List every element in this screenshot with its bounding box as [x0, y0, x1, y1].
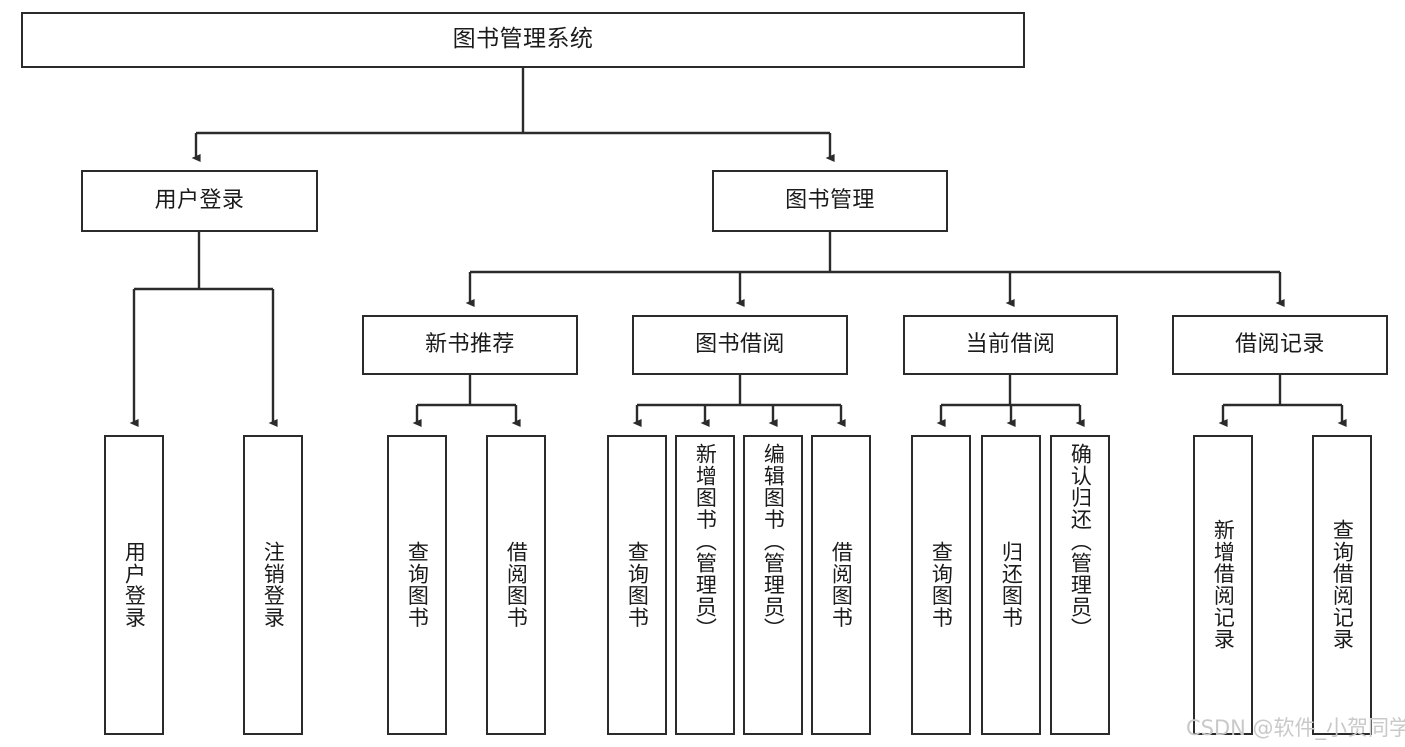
node-book-borrow-label: 图书借阅	[695, 331, 785, 357]
node-user-login-label: 用户登录	[154, 187, 245, 213]
leaf-query-borrow-record-label: 查询借阅记录	[1330, 519, 1355, 651]
node-new-book-recommend-label: 新书推荐	[425, 331, 515, 357]
leaf-query-book-current-label: 查询图书	[929, 541, 954, 629]
leaf-user-logout[interactable]: 注销登录	[243, 435, 303, 735]
leaf-user-logout-label: 注销登录	[261, 541, 286, 629]
node-book-borrow[interactable]: 图书借阅	[632, 315, 848, 375]
leaf-add-book-admin[interactable]: 新增图书（管理员）	[675, 435, 735, 735]
node-book-management[interactable]: 图书管理	[712, 170, 948, 232]
node-root[interactable]: 图书管理系统	[21, 12, 1025, 68]
leaf-edit-book-admin[interactable]: 编辑图书（管理员）	[743, 435, 803, 735]
leaf-add-borrow-record-label: 新增借阅记录	[1211, 519, 1236, 651]
leaf-query-book-borrow-label: 查询图书	[625, 541, 650, 629]
leaf-edit-book-admin-label: 编辑图书（管理员）	[761, 443, 786, 640]
leaf-borrow-book-recommend-label: 借阅图书	[504, 541, 529, 629]
node-root-label: 图书管理系统	[452, 26, 594, 53]
leaf-query-book-borrow[interactable]: 查询图书	[607, 435, 667, 735]
leaf-borrow-book[interactable]: 借阅图书	[811, 435, 871, 735]
node-book-management-label: 图书管理	[785, 187, 875, 213]
leaf-confirm-return-admin-label: 确认归还（管理员）	[1068, 443, 1093, 640]
node-current-borrow[interactable]: 当前借阅	[903, 315, 1118, 375]
leaf-borrow-book-label: 借阅图书	[829, 541, 854, 629]
leaf-query-book-recommend[interactable]: 查询图书	[387, 435, 447, 735]
leaf-return-book[interactable]: 归还图书	[981, 435, 1041, 735]
node-current-borrow-label: 当前借阅	[965, 331, 1056, 357]
leaf-return-book-label: 归还图书	[999, 541, 1024, 629]
leaf-add-borrow-record[interactable]: 新增借阅记录	[1193, 435, 1253, 735]
leaf-query-borrow-record[interactable]: 查询借阅记录	[1312, 435, 1372, 735]
leaf-borrow-book-recommend[interactable]: 借阅图书	[486, 435, 546, 735]
leaf-user-login[interactable]: 用户登录	[104, 435, 164, 735]
leaf-confirm-return-admin[interactable]: 确认归还（管理员）	[1050, 435, 1110, 735]
node-user-login[interactable]: 用户登录	[81, 170, 318, 232]
leaf-user-login-label: 用户登录	[122, 541, 147, 629]
node-borrow-record[interactable]: 借阅记录	[1172, 315, 1388, 375]
leaf-add-book-admin-label: 新增图书（管理员）	[693, 443, 718, 640]
leaf-query-book-current[interactable]: 查询图书	[911, 435, 971, 735]
csdn-watermark: CSDN @软件_小贺同学	[1186, 716, 1405, 740]
leaf-query-book-recommend-label: 查询图书	[405, 541, 430, 629]
node-borrow-record-label: 借阅记录	[1235, 331, 1325, 357]
node-new-book-recommend[interactable]: 新书推荐	[362, 315, 578, 375]
